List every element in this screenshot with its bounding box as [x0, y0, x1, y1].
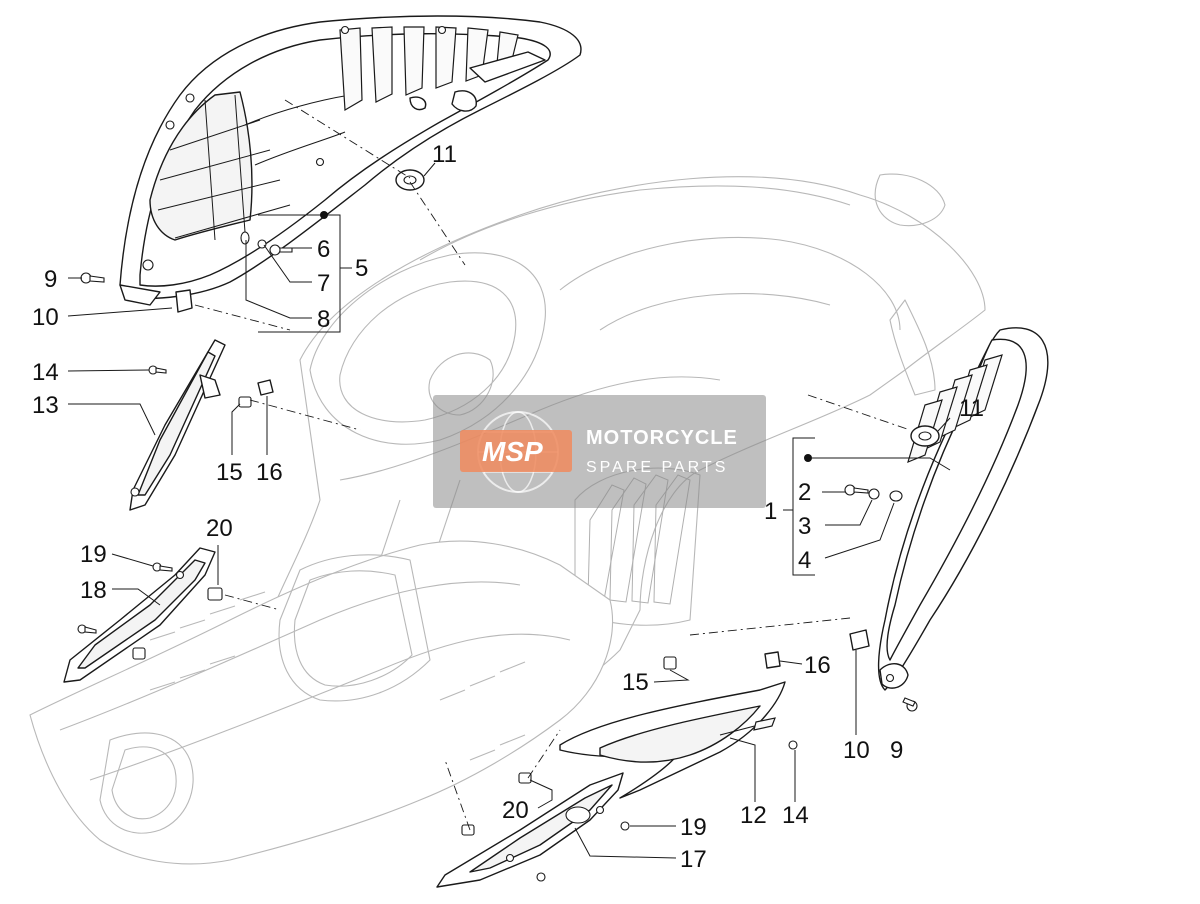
callout-7: 7: [317, 270, 330, 297]
left-side-panel-part-5: [119, 15, 582, 306]
watermark-panel: [433, 395, 766, 508]
callout-labels: 11 6 5 7 9 10 8 14 13 11 15 16 2 1 3 20 …: [32, 141, 984, 873]
callout-2: 2: [798, 479, 811, 506]
callout-13: 13: [32, 392, 59, 419]
callout-8: 8: [317, 306, 330, 333]
watermark-subtitle: SPARE PARTS: [586, 459, 728, 476]
callout-10: 10: [32, 304, 59, 331]
callout-10: 10: [843, 737, 870, 764]
callout-4: 4: [798, 547, 811, 574]
callout-11: 11: [432, 141, 457, 168]
callout-20: 20: [502, 797, 529, 824]
watermark-title: MOTORCYCLE: [586, 427, 738, 449]
callout-15: 15: [216, 459, 243, 486]
callout-3: 3: [798, 513, 811, 540]
watermark: MSP MOTORCYCLE SPARE PARTS: [433, 395, 766, 508]
callout-9: 9: [890, 737, 903, 764]
callout-9: 9: [44, 266, 57, 293]
callout-11: 11: [959, 395, 984, 422]
callout-5: 5: [355, 255, 368, 282]
callout-18: 18: [80, 577, 107, 604]
callout-14: 14: [782, 802, 809, 829]
callout-1: 1: [764, 498, 777, 525]
callout-12: 12: [740, 802, 767, 829]
callout-20: 20: [206, 515, 233, 542]
callout-16: 16: [804, 652, 831, 679]
callout-16: 16: [256, 459, 283, 486]
right-side-panel-part-1: [877, 327, 1049, 691]
trim-part-18: [63, 547, 216, 683]
callout-19: 19: [80, 541, 107, 568]
trim-part-17: [436, 772, 624, 888]
callout-17: 17: [680, 846, 707, 873]
hardware: [77, 169, 940, 882]
assembly-centerlines: [194, 99, 911, 831]
callout-14: 14: [32, 359, 59, 386]
leader-lines: [67, 162, 951, 859]
callout-6: 6: [317, 236, 330, 263]
trim-part-13: [129, 339, 226, 511]
callout-15: 15: [622, 669, 649, 696]
watermark-logo: MSP: [482, 436, 543, 467]
callout-19: 19: [680, 814, 707, 841]
trim-part-12: [559, 681, 786, 799]
watermark-logo-badge: [460, 430, 572, 472]
